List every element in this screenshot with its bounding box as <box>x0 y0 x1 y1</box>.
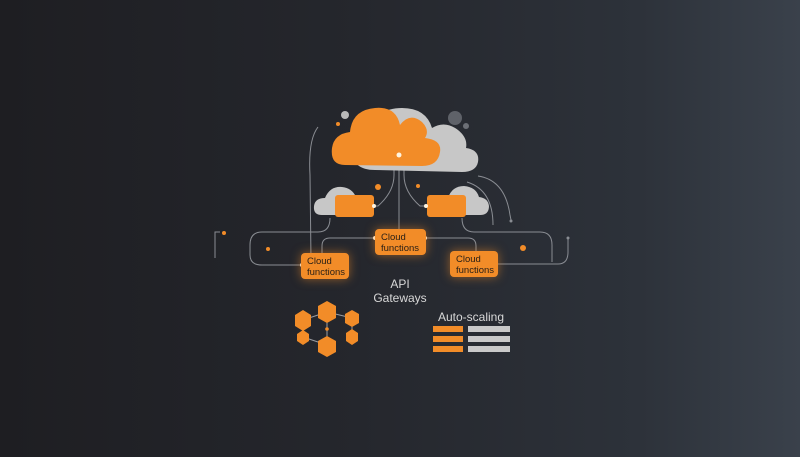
node-label-line2: functions <box>307 267 346 278</box>
api-label-line2: Gateways <box>373 291 427 305</box>
autoscaling-label: Auto-scaling <box>437 310 505 324</box>
autoscaling-bars-icon <box>433 326 510 352</box>
node-label-line1: Cloud <box>381 232 406 243</box>
node-label-line2: functions <box>381 243 420 254</box>
hexagon-network-icon <box>295 301 359 357</box>
right-cloud-icon <box>427 186 489 217</box>
cloud-functions-node-center[interactable]: Cloud functions <box>375 229 426 255</box>
node-label-line1: Cloud <box>456 254 481 265</box>
main-cloud-icon <box>331 107 479 172</box>
node-label-line2: functions <box>456 265 495 276</box>
api-gateways-label: API Gateways <box>360 277 440 305</box>
decorative-dots <box>222 111 570 264</box>
node-label-line1: Cloud <box>307 256 332 267</box>
cloud-functions-node-left[interactable]: Cloud functions <box>301 253 349 279</box>
api-label-line1: API <box>390 277 410 291</box>
left-cloud-icon <box>313 186 374 217</box>
cloud-functions-node-right[interactable]: Cloud functions <box>450 251 498 277</box>
connector-lines <box>214 126 569 266</box>
